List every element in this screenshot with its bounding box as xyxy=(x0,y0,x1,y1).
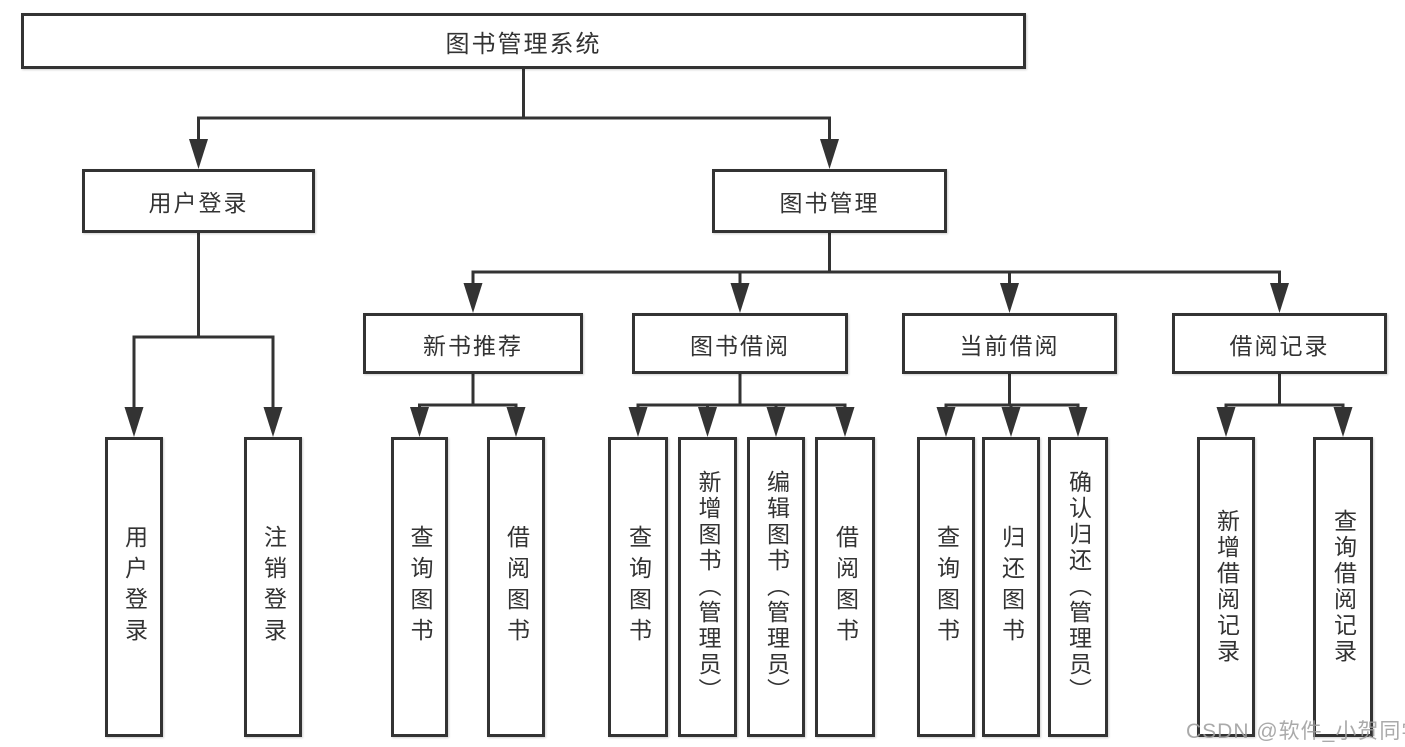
arrowhead-icon xyxy=(698,407,717,437)
edge-new-book-rec-to-leaves xyxy=(418,374,518,409)
node-book-management: 图书管理 xyxy=(712,169,947,233)
node-label: 查询图书 xyxy=(625,525,652,649)
edge-book-mgmt-to-level3 xyxy=(471,233,1281,285)
arrowhead-icon xyxy=(124,407,144,437)
arrowhead-icon xyxy=(189,139,208,169)
arrowhead-icon xyxy=(410,407,429,437)
csdn-watermark: CSDN @软件_小贺同学 xyxy=(1186,720,1405,743)
arrowhead-icon xyxy=(628,407,648,437)
leaf-add-borrow-record: 新增借阅记录 xyxy=(1197,437,1255,737)
leaf-query-books-current: 查询图书 xyxy=(917,437,975,737)
node-new-book-recommendation: 新书推荐 xyxy=(363,313,583,374)
edge-borrow-records-to-leaves xyxy=(1224,374,1345,409)
arrowhead-icon xyxy=(766,407,786,437)
arrowheads xyxy=(124,139,1353,437)
node-label: 当前借阅 xyxy=(959,332,1060,359)
leaf-query-borrow-record: 查询借阅记录 xyxy=(1313,437,1373,737)
leaf-edit-books-admin: 编辑图书（管理员） xyxy=(747,437,805,737)
arrowhead-icon xyxy=(1001,407,1021,437)
node-label: 借阅记录 xyxy=(1229,332,1330,359)
arrowhead-icon xyxy=(820,139,839,169)
node-label: 查询借阅记录 xyxy=(1330,509,1357,665)
arrowhead-icon xyxy=(463,283,483,313)
node-borrowing-records: 借阅记录 xyxy=(1172,313,1387,374)
node-label: 新书推荐 xyxy=(423,332,523,359)
node-label: 用户登录 xyxy=(121,525,148,649)
node-book-management-system: 图书管理系统 xyxy=(21,13,1026,69)
node-label: 借阅图书 xyxy=(503,525,530,649)
node-book-borrowing: 图书借阅 xyxy=(632,313,848,374)
arrowhead-icon xyxy=(1216,407,1236,437)
arrowhead-icon xyxy=(506,407,526,437)
node-label: 借阅图书 xyxy=(832,525,859,649)
node-current-borrowing: 当前借阅 xyxy=(902,313,1117,374)
arrowhead-icon xyxy=(835,407,855,437)
node-label: 查询图书 xyxy=(933,525,960,649)
node-label: 图书借阅 xyxy=(690,332,790,359)
arrowhead-icon xyxy=(730,283,750,313)
leaf-borrow-books-recommendation: 借阅图书 xyxy=(487,437,545,737)
arrowhead-icon xyxy=(936,407,956,437)
node-label: 确认归还（管理员） xyxy=(1065,470,1092,704)
node-label: 新增图书（管理员） xyxy=(695,470,721,704)
leaf-borrow-books-borrowing: 借阅图书 xyxy=(815,437,875,737)
leaf-logout: 注销登录 xyxy=(244,437,302,737)
leaf-query-books-recommendation: 查询图书 xyxy=(391,437,448,737)
arrowhead-icon xyxy=(1333,407,1353,437)
node-label: 编辑图书（管理员） xyxy=(763,470,790,704)
leaf-confirm-return-admin: 确认归还（管理员） xyxy=(1048,437,1108,737)
arrowhead-icon xyxy=(1270,283,1289,313)
edge-root-to-level2 xyxy=(197,66,831,140)
arrowhead-icon xyxy=(1068,407,1088,437)
leaf-user-login: 用户登录 xyxy=(105,437,163,737)
node-label: 新增借阅记录 xyxy=(1213,509,1240,665)
node-label: 图书管理 xyxy=(779,190,880,216)
edge-current-borrow-to-leaves xyxy=(944,374,1080,409)
node-label: 查询图书 xyxy=(407,525,433,649)
edge-user-login-to-leaves xyxy=(132,233,275,409)
leaf-query-books-borrowing: 查询图书 xyxy=(608,437,668,737)
node-label: 用户登录 xyxy=(148,190,249,216)
arrowhead-icon xyxy=(1000,283,1019,313)
node-user-login: 用户登录 xyxy=(82,169,315,233)
edge-book-borrow-to-leaves xyxy=(636,374,847,409)
arrowhead-icon xyxy=(263,407,283,437)
node-label: 归还图书 xyxy=(998,525,1025,649)
leaf-return-books: 归还图书 xyxy=(982,437,1040,737)
node-label: 注销登录 xyxy=(260,525,287,649)
leaf-add-books-admin: 新增图书（管理员） xyxy=(678,437,737,737)
node-label: 图书管理系统 xyxy=(445,30,602,58)
